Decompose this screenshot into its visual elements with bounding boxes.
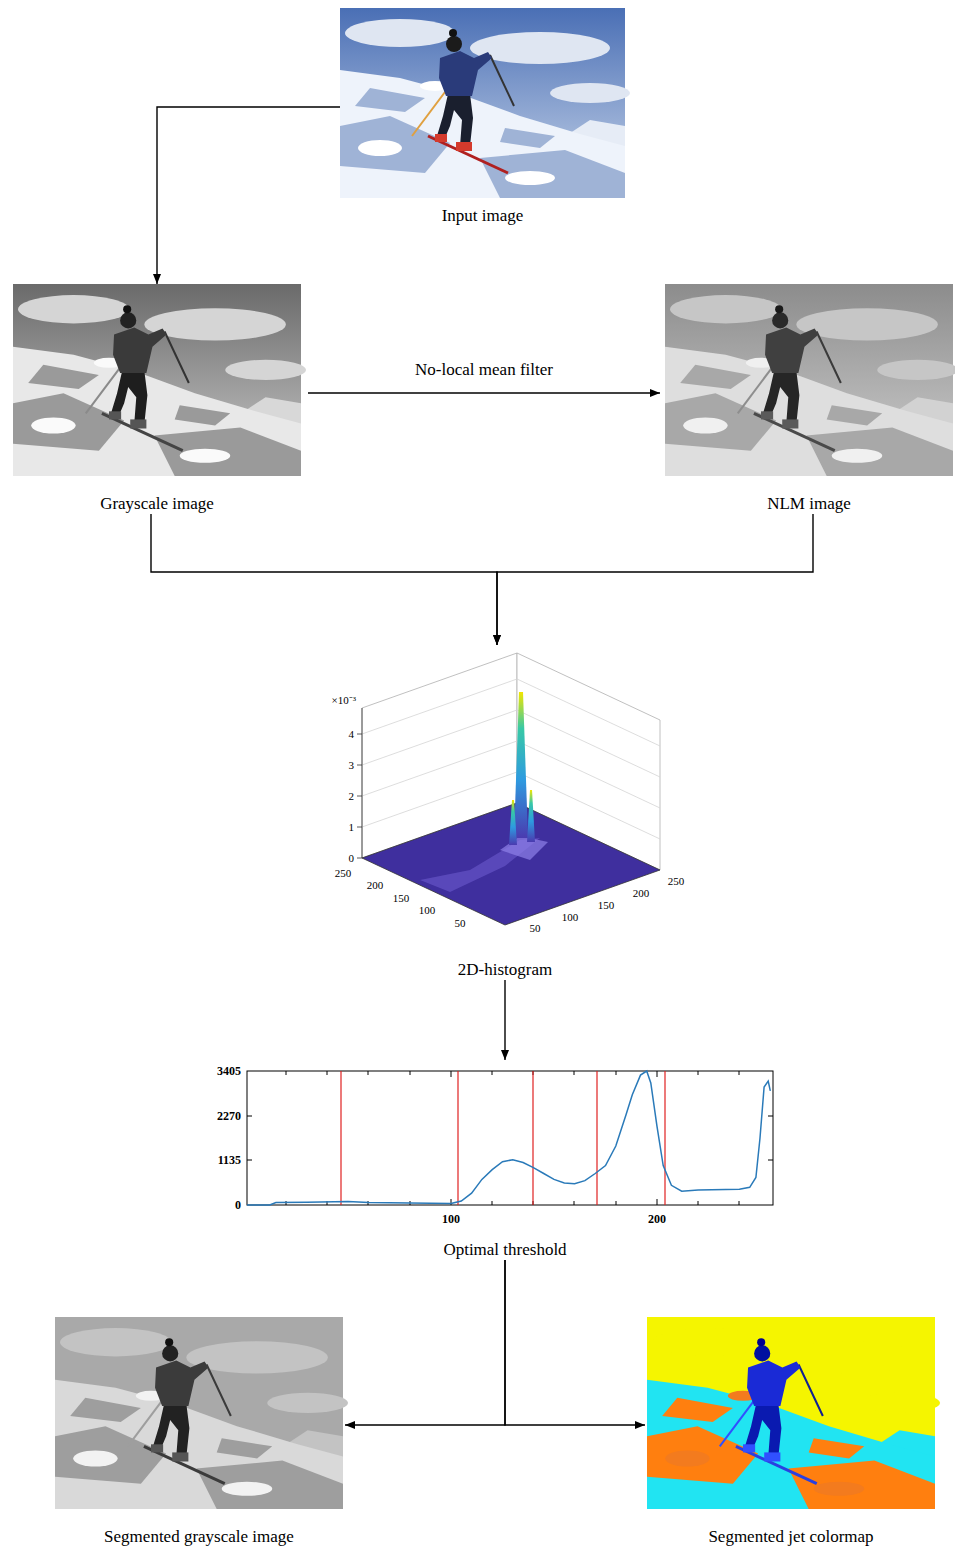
image-panel: Input image (340, 8, 625, 226)
image-panel: NLM image (665, 284, 953, 514)
segmented-jet-photo (647, 1317, 940, 1509)
axis-tick-label: 100 (562, 912, 579, 923)
grayscale-photo (13, 284, 306, 476)
caption: Segmented grayscale image (55, 1527, 343, 1547)
flow-arrow (497, 514, 813, 645)
threshold-chart (247, 1071, 773, 1205)
axis-tick-label: 2 (349, 791, 355, 802)
flow-arrow (345, 1260, 505, 1425)
axis-tick-label: 200 (367, 880, 384, 891)
axis-tick-label: 1 (349, 822, 355, 833)
image-panel: Segmented grayscale image (55, 1317, 343, 1547)
axis-tick-label: 200 (633, 888, 650, 899)
axis-tick-label: 3405 (217, 1065, 241, 1077)
input-photo (340, 8, 630, 198)
axis-tick-label: 0 (349, 853, 355, 864)
axis-tick-label: 150 (393, 893, 410, 904)
histogram-3d (357, 653, 660, 925)
axis-tick-label: 1135 (218, 1154, 241, 1166)
axis-tick-label: 50 (530, 923, 541, 934)
axis-tick-label: 3 (349, 760, 355, 771)
axis-tick-label: 4 (349, 729, 355, 740)
axis-tick-label: 100 (419, 905, 436, 916)
axis-tick-label: 150 (598, 900, 615, 911)
caption: Grayscale image (13, 494, 301, 514)
flow-arrow (505, 1260, 645, 1425)
chart-panel: Optimal threshold (200, 1060, 810, 1260)
flow-arrow (151, 514, 497, 645)
image-panel: Segmented jet colormap (647, 1317, 935, 1547)
axis-tick-label: 200 (648, 1213, 666, 1225)
caption: Segmented jet colormap (647, 1527, 935, 1547)
image-panel: Grayscale image (13, 284, 301, 514)
flow-arrow (504, 980, 505, 1060)
caption: Optimal threshold (200, 1240, 810, 1260)
flow-arrow (308, 392, 660, 393)
nlm-photo (665, 284, 955, 476)
axis-tick-label: 50 (455, 918, 466, 929)
axis-tick-label: ×10⁻³ (331, 695, 356, 706)
caption: Input image (340, 206, 625, 226)
axis-tick-label: 250 (668, 876, 685, 887)
edge-label: No-local mean filter (413, 360, 555, 380)
flow-arrow (157, 107, 340, 284)
caption: 2D-histogram (320, 960, 690, 980)
axis-tick-label: 0 (235, 1199, 241, 1211)
segmented-gray-photo (55, 1317, 348, 1509)
caption: NLM image (665, 494, 953, 514)
axis-tick-label: 250 (335, 868, 352, 879)
axis-tick-label: 2270 (217, 1110, 241, 1122)
axis-tick-label: 100 (442, 1213, 460, 1225)
chart-panel: 2D-histogram (320, 645, 690, 980)
